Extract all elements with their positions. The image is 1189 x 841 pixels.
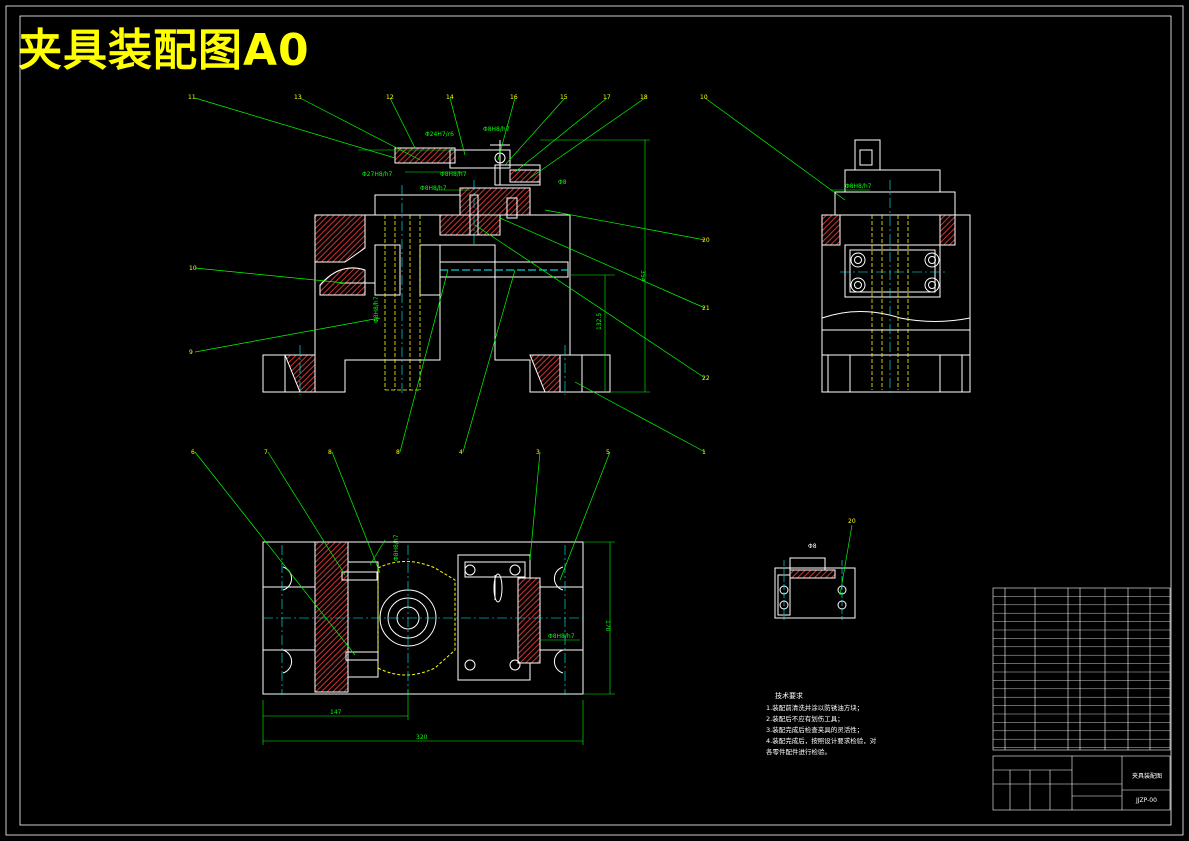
outer-border bbox=[5, 5, 1184, 836]
svg-text:7: 7 bbox=[264, 449, 268, 456]
svg-text:20: 20 bbox=[702, 237, 710, 244]
plan-dimensions bbox=[262, 539, 615, 745]
svg-text:11: 11 bbox=[188, 94, 196, 101]
parts-list bbox=[992, 587, 1171, 751]
svg-text:5: 5 bbox=[606, 449, 610, 456]
svg-text:1: 1 bbox=[702, 449, 706, 456]
svg-text:9: 9 bbox=[189, 349, 193, 356]
detail-leader bbox=[839, 524, 853, 596]
svg-text:4: 4 bbox=[459, 449, 463, 456]
fit-label: Φ8H8/h7 bbox=[548, 633, 575, 640]
svg-text:22: 22 bbox=[702, 375, 710, 382]
dim-label-width-total: 320 bbox=[416, 734, 428, 741]
detail-view bbox=[774, 557, 856, 619]
svg-text:10: 10 bbox=[189, 265, 197, 272]
tech-requirement-line: 1.装配前清洗并涂以防锈油方块； bbox=[766, 704, 864, 712]
svg-text:13: 13 bbox=[294, 94, 302, 101]
fit-label: Φ27H8/h7 bbox=[362, 171, 393, 178]
tech-requirement-line: 各零件配件进行检验。 bbox=[766, 748, 831, 756]
tech-requirements-heading: 技术要求 bbox=[775, 692, 803, 700]
side-view bbox=[821, 139, 971, 393]
title-block-drawing-name: 夹具装配图 bbox=[1132, 772, 1162, 780]
dim-label-plan-height: 170 bbox=[604, 620, 611, 632]
svg-text:17: 17 bbox=[603, 94, 611, 101]
fit-label: Φ8H8/h7 bbox=[373, 296, 380, 323]
svg-text:12: 12 bbox=[386, 94, 394, 101]
fit-label: Φ24H7/r6 bbox=[425, 131, 454, 138]
svg-text:10: 10 bbox=[700, 94, 708, 101]
detail-leader-number: 20 bbox=[848, 518, 856, 525]
fit-label: Φ8H8/h7 bbox=[393, 534, 400, 561]
svg-text:14: 14 bbox=[446, 94, 454, 101]
side-hidden-lines bbox=[871, 215, 909, 390]
detail-center-lines bbox=[783, 560, 843, 620]
front-view bbox=[262, 140, 611, 393]
fit-label: Φ8H8/h7 bbox=[845, 183, 872, 190]
front-center-lines bbox=[299, 180, 566, 395]
svg-text:15: 15 bbox=[560, 94, 568, 101]
svg-text:21: 21 bbox=[702, 305, 710, 312]
plan-leaders bbox=[194, 451, 611, 656]
front-leader-numbers: 11 13 12 14 16 15 17 18 10 20 21 22 1 10 9 8 4 bbox=[188, 94, 710, 456]
title-block-drawing-no: JJZP-00 bbox=[1135, 797, 1157, 804]
dim-label-width-small: 147 bbox=[330, 709, 342, 716]
drawing-title: 夹具装配图A0 bbox=[18, 25, 310, 76]
svg-text:18: 18 bbox=[640, 94, 648, 101]
fit-label: Φ8H8/h7 bbox=[420, 185, 447, 192]
svg-text:8: 8 bbox=[396, 449, 400, 456]
plan-leader-numbers: 6 7 8 3 5 bbox=[191, 449, 610, 456]
svg-text:16: 16 bbox=[510, 94, 518, 101]
dim-label-sub-height: 132.5 bbox=[596, 313, 603, 330]
fit-label: Φ8 bbox=[808, 543, 817, 550]
tech-requirement-line: 3.装配完成后检查夹具的灵活性； bbox=[766, 726, 864, 734]
dim-label-small: Φ8 bbox=[558, 179, 567, 186]
tech-requirement-line: 2.装配后不应有划伤工具； bbox=[766, 715, 844, 723]
tech-requirement-line: 4.装配完成后，按照设计要求检验，对 bbox=[766, 737, 877, 745]
plan-view bbox=[262, 541, 584, 695]
fit-label: Φ8H8/h7 bbox=[483, 126, 510, 133]
dim-label-height: 354 bbox=[639, 270, 646, 282]
plan-center-lines bbox=[263, 545, 583, 695]
fit-label: Φ8H8/h7 bbox=[440, 171, 467, 178]
svg-text:3: 3 bbox=[536, 449, 540, 456]
title-block bbox=[992, 755, 1171, 811]
inner-border bbox=[19, 15, 1172, 826]
front-dimensions bbox=[358, 139, 650, 393]
front-hidden-lines bbox=[384, 215, 421, 391]
svg-text:6: 6 bbox=[191, 449, 195, 456]
front-leaders bbox=[194, 97, 846, 453]
svg-text:8: 8 bbox=[328, 449, 332, 456]
parts-list-rows bbox=[993, 596, 1170, 748]
